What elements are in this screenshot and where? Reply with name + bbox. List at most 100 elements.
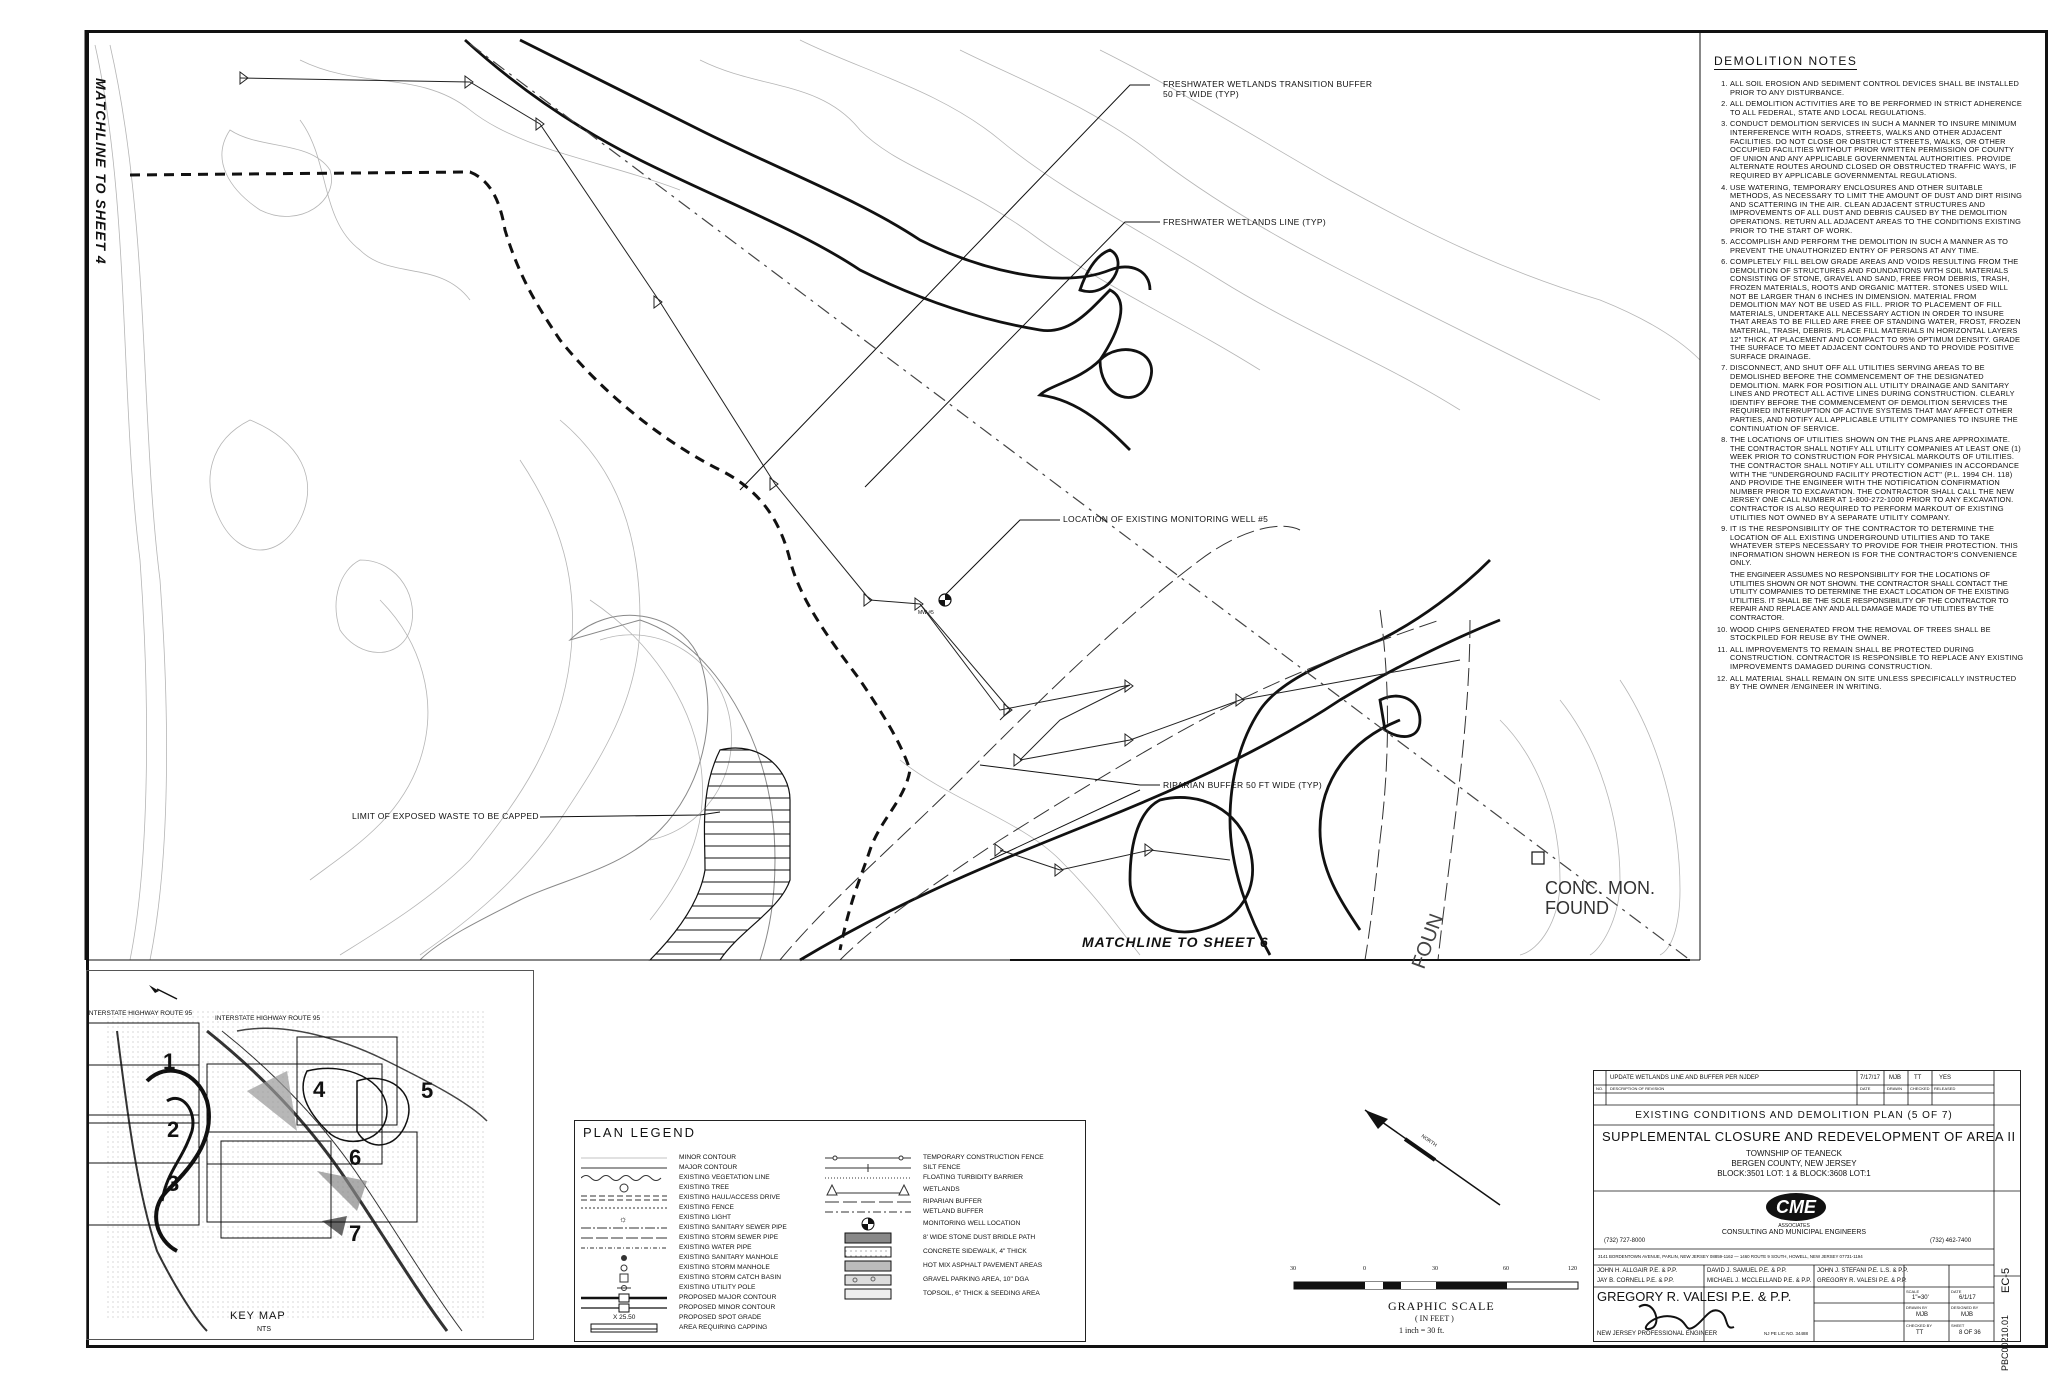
legend-row: TOPSOIL, 6" THICK & SEEDING AREA xyxy=(825,1287,1044,1301)
legend-label: MONITORING WELL LOCATION xyxy=(923,1220,1021,1227)
firm-phone-2: (732) 462-7400 xyxy=(1930,1238,1972,1244)
title-block: UPDATE WETLANDS LINE AND BUFFER PER NJDE… xyxy=(1593,1070,2021,1371)
legend-label: EXISTING HAUL/ACCESS DRIVE xyxy=(679,1194,781,1201)
legend-label: EXISTING LIGHT xyxy=(679,1214,732,1221)
revision-released: YES xyxy=(1939,1075,1952,1081)
scale-tick-120: 120 xyxy=(1568,1266,1577,1272)
note-item: ALL SOIL EROSION AND SEDIMENT CONTROL DE… xyxy=(1730,79,2024,97)
revision-header-description: DESCRIPTION OF REVISION xyxy=(1610,1086,1665,1091)
keymap-number-7: 7 xyxy=(349,1221,362,1246)
legend-label: AREA REQUIRING CAPPING xyxy=(679,1324,768,1331)
revision-date: 7/17/17 xyxy=(1860,1075,1881,1081)
demolition-notes-title: DEMOLITION NOTES xyxy=(1714,54,1858,70)
legend-row: EXISTING WATER PIPE xyxy=(581,1243,787,1253)
keymap-route-label-2: INTERSTATE HIGHWAY ROUTE 95 xyxy=(215,1015,321,1022)
legend-row: EXISTING TREE xyxy=(581,1183,787,1193)
well-tag: MW #5 xyxy=(918,610,934,616)
firm-sub: ASSOCIATES xyxy=(1778,1223,1810,1229)
keymap-number-1: 1 xyxy=(163,1049,176,1074)
legend-label: PROPOSED SPOT GRADE xyxy=(679,1314,762,1321)
engineer-4: JAY B. CORNELL P.E. & P.P. xyxy=(1597,1278,1674,1284)
legend-label: FLOATING TURBIDITY BARRIER xyxy=(923,1174,1024,1181)
legend-label: EXISTING FENCE xyxy=(679,1204,734,1211)
scale-value: 1"=30' xyxy=(1912,1295,1929,1301)
legend-label: PROPOSED MINOR CONTOUR xyxy=(679,1304,776,1311)
engineer-2: DAVID J. SAMUEL P.E. & P.P. xyxy=(1707,1268,1787,1274)
legend-row: EXISTING SANITARY MANHOLE xyxy=(581,1253,787,1263)
note-item: ALL DEMOLITION ACTIVITIES ARE TO BE PERF… xyxy=(1730,99,2024,117)
legend-label: EXISTING SANITARY SEWER PIPE xyxy=(679,1224,787,1231)
note-item: WOOD CHIPS GENERATED FROM THE REMOVAL OF… xyxy=(1730,625,2024,643)
legend-row: ☼EXISTING LIGHT xyxy=(581,1213,787,1224)
legend-label: PROPOSED MAJOR CONTOUR xyxy=(679,1294,777,1301)
callout-riparian-buffer: RIPARIAN BUFFER 50 FT WIDE (TYP) xyxy=(1163,780,1322,790)
graphic-scale-ratio: 1 inch = 30 ft. xyxy=(1399,1326,1445,1335)
legend-row: FLOATING TURBIDITY BARRIER xyxy=(825,1173,1044,1183)
firm-name: CONSULTING AND MUNICIPAL ENGINEERS xyxy=(1721,1229,1867,1236)
revision-drawn: MJB xyxy=(1889,1075,1901,1081)
callout-wetlands-line: FRESHWATER WETLANDS LINE (TYP) xyxy=(1163,217,1326,227)
legend-row: EXISTING HAUL/ACCESS DRIVE xyxy=(581,1193,787,1203)
legend-row: PROPOSED MAJOR CONTOUR xyxy=(581,1293,787,1303)
callout-transition-buffer-line2: 50 FT WIDE (TYP) xyxy=(1163,89,1239,99)
legend-label: GRAVEL PARKING AREA, 10" DGA xyxy=(923,1276,1029,1283)
note-item: CONDUCT DEMOLITION SERVICES IN SUCH A MA… xyxy=(1730,120,2024,180)
firm-addresses: 3141 BORDENTOWN AVENUE, PARLIN, NEW JERS… xyxy=(1598,1254,1863,1259)
legend-label: HOT MIX ASPHALT PAVEMENT AREAS xyxy=(923,1262,1043,1269)
scale-tick-60: 60 xyxy=(1503,1266,1509,1272)
keymap-number-4: 4 xyxy=(313,1077,326,1102)
wetland-markers xyxy=(239,71,1245,877)
legend-row: EXISTING STORM CATCH BASIN xyxy=(581,1273,787,1283)
graphic-scale-units: ( IN FEET ) xyxy=(1415,1314,1454,1323)
capping-area-hatch xyxy=(648,747,791,961)
legend-left-column: MINOR CONTOUR MAJOR CONTOUR EXISTING VEG… xyxy=(580,1153,787,1333)
keymap-route-label-1: INTERSTATE HIGHWAY ROUTE 95 xyxy=(87,1010,193,1017)
revision-header-released: RELEASED xyxy=(1934,1086,1956,1091)
plan-legend: PLAN LEGEND MINOR CONTOUR MAJOR CONTOUR … xyxy=(574,1120,1086,1342)
designed-value: MJB xyxy=(1961,1312,1973,1318)
monument-label-line2: FOUND xyxy=(1545,898,1609,918)
legend-row: EXISTING UTILITY POLE xyxy=(581,1283,787,1293)
legend-row: CONCRETE SIDEWALK, 4" THICK xyxy=(825,1245,1044,1259)
legend-row: MONITORING WELL LOCATION xyxy=(825,1217,1044,1231)
note-item: ACCOMPLISH AND PERFORM THE DEMOLITION IN… xyxy=(1730,237,2024,255)
monument-label: CONC. MON. FOUND xyxy=(1545,878,1655,918)
keymap-nts: NTS xyxy=(257,1326,271,1333)
revision-checked: TT xyxy=(1914,1075,1922,1081)
legend-row: HOT MIX ASPHALT PAVEMENT AREAS xyxy=(825,1259,1044,1273)
legend-row: EXISTING VEGETATION LINE xyxy=(580,1173,787,1183)
legend-label: WETLANDS xyxy=(923,1186,960,1193)
demolition-notes-list-cont: WOOD CHIPS GENERATED FROM THE REMOVAL OF… xyxy=(1714,625,2024,692)
legend-label: TOPSOIL, 6" THICK & SEEDING AREA xyxy=(923,1290,1040,1297)
project-location: TOWNSHIP OF TEANECK BERGEN COUNTY, NEW J… xyxy=(1594,1149,1994,1179)
legend-row: TEMPORARY CONSTRUCTION FENCE xyxy=(825,1153,1044,1163)
project-title: SUPPLEMENTAL CLOSURE AND REDEVELOPMENT O… xyxy=(1602,1129,2016,1144)
note-item: THE LOCATIONS OF UTILITIES SHOWN ON THE … xyxy=(1730,435,2024,522)
graphic-scale-title: GRAPHIC SCALE xyxy=(1388,1299,1495,1313)
firm-phone-1: (732) 727-8000 xyxy=(1604,1238,1646,1244)
legend-row: EXISTING STORM MANHOLE xyxy=(581,1263,787,1273)
drawn-label: DRAWN BY xyxy=(1906,1305,1928,1310)
limit-of-work-line xyxy=(129,170,912,951)
sheet-title: EXISTING CONDITIONS AND DEMOLITION PLAN … xyxy=(1635,1110,1953,1121)
note-item: ALL IMPROVEMENTS TO REMAIN SHALL BE PROT… xyxy=(1730,645,2024,672)
matchline-sheet-6-label: MATCHLINE TO SHEET 6 xyxy=(1082,934,1269,950)
date-label: DATE xyxy=(1951,1289,1962,1294)
note-item: IT IS THE RESPONSIBILITY OF THE CONTRACT… xyxy=(1730,524,2024,568)
location-line-3: BLOCK:3501 LOT: 1 & BLOCK:3608 LOT:1 xyxy=(1717,1169,1871,1178)
legend-label: EXISTING TREE xyxy=(679,1184,730,1191)
legend-row: EXISTING STORM SEWER PIPE xyxy=(581,1233,787,1243)
matchline-sheet-4-label: MATCHLINE TO SHEET 4 xyxy=(93,78,109,265)
callout-monitoring-well: LOCATION OF EXISTING MONITORING WELL #5 xyxy=(1063,514,1269,524)
legend-right-column: TEMPORARY CONSTRUCTION FENCE SILT FENCE … xyxy=(825,1153,1044,1301)
revision-header-date: DATE xyxy=(1860,1086,1871,1091)
property-line xyxy=(469,43,1691,961)
demolition-notes-list: ALL SOIL EROSION AND SEDIMENT CONTROL DE… xyxy=(1714,79,2024,568)
legend-row: MAJOR CONTOUR xyxy=(581,1163,787,1173)
topo-contours xyxy=(94,39,1701,961)
note-item: ALL MATERIAL SHALL REMAIN ON SITE UNLESS… xyxy=(1730,674,2024,692)
legend-row: MINOR CONTOUR xyxy=(581,1153,787,1163)
legend-label: WETLAND BUFFER xyxy=(923,1208,984,1215)
key-map-drawing xyxy=(87,985,488,1332)
